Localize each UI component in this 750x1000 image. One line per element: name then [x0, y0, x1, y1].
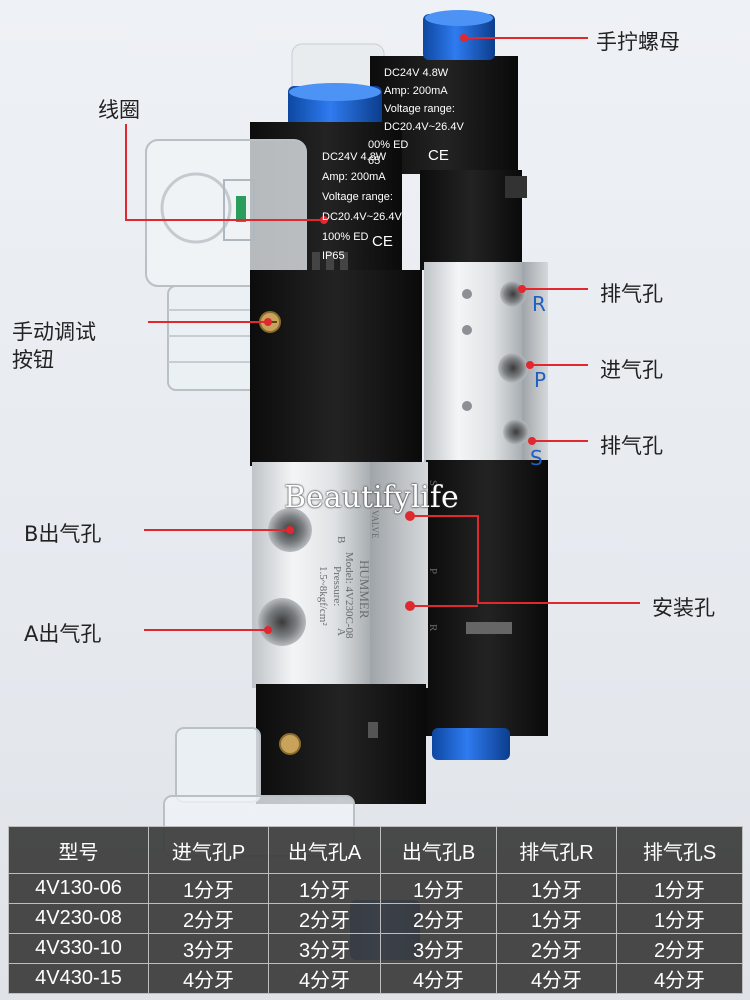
header-outlet-a: 出气孔A — [268, 826, 381, 874]
svg-text:Model: 4V230C-08: Model: 4V230C-08 — [343, 552, 355, 639]
svg-text:65: 65 — [368, 155, 380, 167]
hand-nut-label: 手拧螺母 — [596, 30, 680, 54]
manual-button-label-line2: 按钮 — [12, 348, 54, 372]
table-cell: 4分牙 — [616, 963, 743, 994]
svg-text:Pressure:: Pressure: — [331, 566, 343, 606]
svg-text:CE: CE — [428, 147, 449, 164]
svg-text:Amp: 200mA: Amp: 200mA — [322, 171, 386, 183]
front-coil-print: DC24V 4.8W Amp: 200mA Voltage range: DC2… — [322, 151, 402, 262]
table-cell: 1分牙 — [496, 873, 617, 904]
table-cell: 2分牙 — [496, 933, 617, 964]
svg-text:DC24V 4.8W: DC24V 4.8W — [322, 151, 387, 163]
header-exhaust-s: 排气孔S — [616, 826, 743, 874]
header-model: 型号 — [8, 826, 149, 874]
header-exhaust-r: 排气孔R — [496, 826, 617, 874]
exhaust-s-label: 排气孔 — [600, 434, 663, 458]
valve-body-print: HUMMER Model: 4V230C-08 Pressure: 1.5~8k… — [317, 480, 439, 639]
table-cell: 1分牙 — [380, 873, 497, 904]
coil-leader — [125, 124, 324, 221]
table-cell: 1分牙 — [148, 873, 269, 904]
svg-text:IP65: IP65 — [322, 250, 345, 262]
table-cell: 1分牙 — [496, 903, 617, 934]
mounting-hole-leader — [410, 515, 640, 604]
outlet-b-label: B出气孔 — [24, 522, 102, 546]
table-cell: 4V130-06 — [8, 873, 149, 904]
table-cell: 3分牙 — [380, 933, 497, 964]
table-row: 4V430-15 4分牙 4分牙 4分牙 4分牙 4分牙 — [8, 963, 743, 994]
watermark: Beautifylife — [284, 480, 459, 515]
mounting-hole-label: 安装孔 — [652, 596, 715, 620]
table-row: 4V230-08 2分牙 2分牙 2分牙 1分牙 1分牙 — [8, 903, 743, 934]
svg-text:Voltage range:: Voltage range: — [384, 103, 455, 115]
manual-button-label-line1: 手动调试 — [12, 320, 96, 344]
port-letter-r: R — [532, 292, 546, 316]
table-cell: 1分牙 — [616, 873, 743, 904]
svg-text:P: P — [427, 568, 439, 574]
callout-lines — [125, 37, 640, 631]
exhaust-r-label: 排气孔 — [600, 282, 663, 306]
table-cell: 2分牙 — [616, 933, 743, 964]
svg-text:1.5~8kgf/cm²: 1.5~8kgf/cm² — [317, 566, 329, 626]
table-cell: 1分牙 — [616, 903, 743, 934]
svg-text:Amp: 200mA: Amp: 200mA — [384, 85, 448, 97]
table-cell: 3分牙 — [268, 933, 381, 964]
svg-text:DC24V 4.8W: DC24V 4.8W — [384, 67, 449, 79]
coil-label: 线圈 — [98, 98, 140, 122]
svg-text:R: R — [427, 624, 439, 632]
front-valve — [145, 83, 428, 960]
svg-text:S: S — [427, 480, 439, 486]
table-cell: 4V330-10 — [8, 933, 149, 964]
header-intake-p: 进气孔P — [148, 826, 269, 874]
table-cell: 4V430-15 — [8, 963, 149, 994]
table-cell: 2分牙 — [380, 903, 497, 934]
svg-text:B: B — [335, 536, 347, 543]
table-cell: 3分牙 — [148, 933, 269, 964]
svg-text:HUMMER: HUMMER — [357, 560, 372, 619]
callout-dots — [264, 34, 536, 634]
port-letter-p: P — [534, 368, 547, 392]
port-letter-s: S — [530, 446, 543, 470]
table-row: 4V330-10 3分牙 3分牙 3分牙 2分牙 2分牙 — [8, 933, 743, 964]
spec-table: 型号 进气孔P 出气孔A 出气孔B 排气孔R 排气孔S 4V130-06 1分牙… — [8, 826, 743, 994]
table-cell: 4分牙 — [148, 963, 269, 994]
back-coil-print: DC24V 4.8W Amp: 200mA Voltage range: DC2… — [368, 67, 464, 167]
svg-text:CE: CE — [372, 233, 393, 250]
back-valve — [291, 10, 548, 760]
svg-text:100% ED: 100% ED — [322, 231, 369, 243]
table-row: 4V130-06 1分牙 1分牙 1分牙 1分牙 1分牙 — [8, 873, 743, 904]
intake-p-label: 进气孔 — [600, 358, 663, 382]
table-header-row: 型号 进气孔P 出气孔A 出气孔B 排气孔R 排气孔S — [8, 826, 743, 874]
table-cell: 2分牙 — [148, 903, 269, 934]
svg-text:DC20.4V~26.4V: DC20.4V~26.4V — [322, 211, 402, 223]
outlet-a-label: A出气孔 — [24, 622, 102, 646]
table-cell: 4分牙 — [380, 963, 497, 994]
table-cell: 4V230-08 — [8, 903, 149, 934]
svg-text:00% ED: 00% ED — [368, 139, 408, 151]
svg-text:A: A — [335, 628, 347, 636]
table-cell: 1分牙 — [268, 873, 381, 904]
svg-text:VALVE: VALVE — [370, 510, 380, 539]
table-cell: 4分牙 — [268, 963, 381, 994]
table-cell: 4分牙 — [496, 963, 617, 994]
svg-text:DC20.4V~26.4V: DC20.4V~26.4V — [384, 121, 464, 133]
header-outlet-b: 出气孔B — [380, 826, 497, 874]
table-cell: 2分牙 — [268, 903, 381, 934]
svg-text:Voltage range:: Voltage range: — [322, 191, 393, 203]
